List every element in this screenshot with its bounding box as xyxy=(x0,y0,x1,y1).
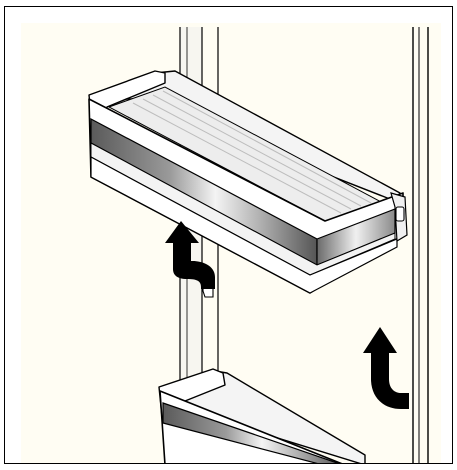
lift-arrow-icon xyxy=(165,221,215,289)
upper-door-bin xyxy=(88,70,408,294)
illustration-frame xyxy=(4,6,453,464)
lower-door-bin xyxy=(158,368,366,463)
lift-arrow-icon xyxy=(363,327,409,409)
door-edge xyxy=(412,27,429,463)
illustration-canvas xyxy=(21,23,441,463)
